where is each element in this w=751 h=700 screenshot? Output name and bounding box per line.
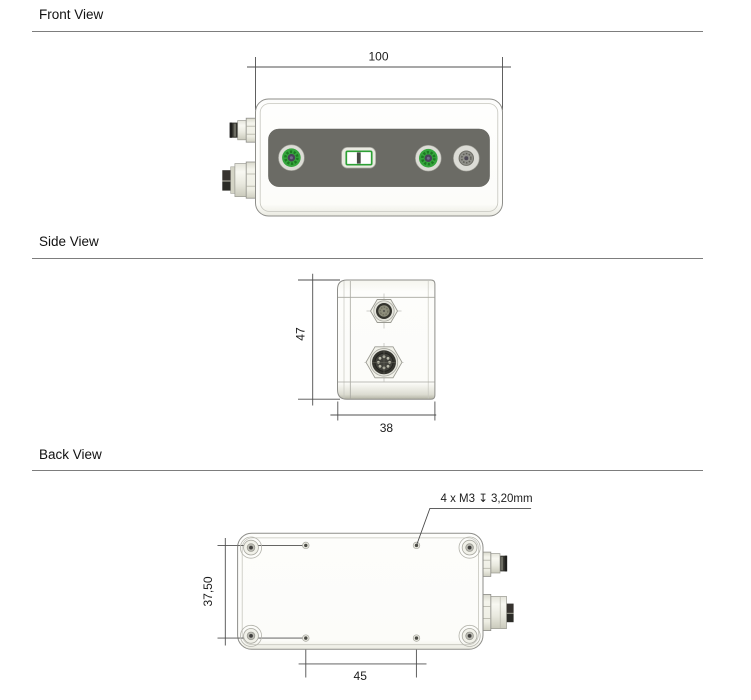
screw: [239, 536, 262, 559]
screw: [458, 536, 481, 559]
front-width-dim-label: 100: [368, 50, 388, 64]
back-connector-m8: [482, 551, 508, 577]
side-body-inner-lines: [343, 281, 429, 399]
back-vertical-dim-label: 37,50: [201, 576, 215, 606]
side-body: [337, 279, 436, 400]
section-title-front: Front View: [39, 7, 104, 22]
section-rule-front: [32, 31, 703, 32]
corner-screws: [239, 536, 481, 647]
status-indicator: [341, 146, 377, 169]
m3-hole: [302, 634, 310, 642]
lens-left: [278, 144, 305, 171]
section-rule-side: [32, 258, 703, 259]
back-view-drawing: 37,50 45: [201, 493, 533, 683]
front-width-dimension: [247, 57, 511, 110]
side-height-dim-label: 47: [294, 327, 308, 341]
side-view-drawing: 47 38: [294, 273, 437, 435]
m3-hole: [302, 541, 310, 550]
side-connector-m12: [364, 343, 404, 382]
front-connector-m12: [222, 161, 256, 199]
receptacle-gray: [453, 145, 480, 172]
side-height-dimension: [298, 273, 340, 406]
front-connector-m8: [229, 117, 256, 143]
section-title-side: Side View: [39, 234, 99, 249]
front-body-inner-outline: [259, 103, 499, 212]
screw: [458, 624, 481, 647]
side-width-dim-label: 38: [380, 421, 394, 435]
back-body: [237, 532, 484, 650]
lens-right: [415, 145, 442, 172]
side-body-face-lines: [338, 281, 435, 399]
screw: [239, 624, 262, 647]
thread-note-leader: [416, 507, 532, 546]
front-view-drawing: 100: [222, 50, 511, 217]
side-connector-m8: [366, 293, 402, 329]
thread-note-label: 4 x M3 ↧ 3,20mm: [441, 493, 533, 505]
front-panel: [268, 128, 490, 187]
m3-holes: [302, 541, 421, 642]
back-horizontal-dim-label: 45: [354, 669, 368, 683]
m3-hole: [412, 634, 421, 642]
back-connector-m12: [482, 594, 514, 632]
back-body-inner-outline: [241, 537, 479, 646]
side-width-dimension: [330, 401, 437, 421]
section-title-back: Back View: [39, 447, 102, 462]
section-rule-back: [32, 470, 703, 471]
